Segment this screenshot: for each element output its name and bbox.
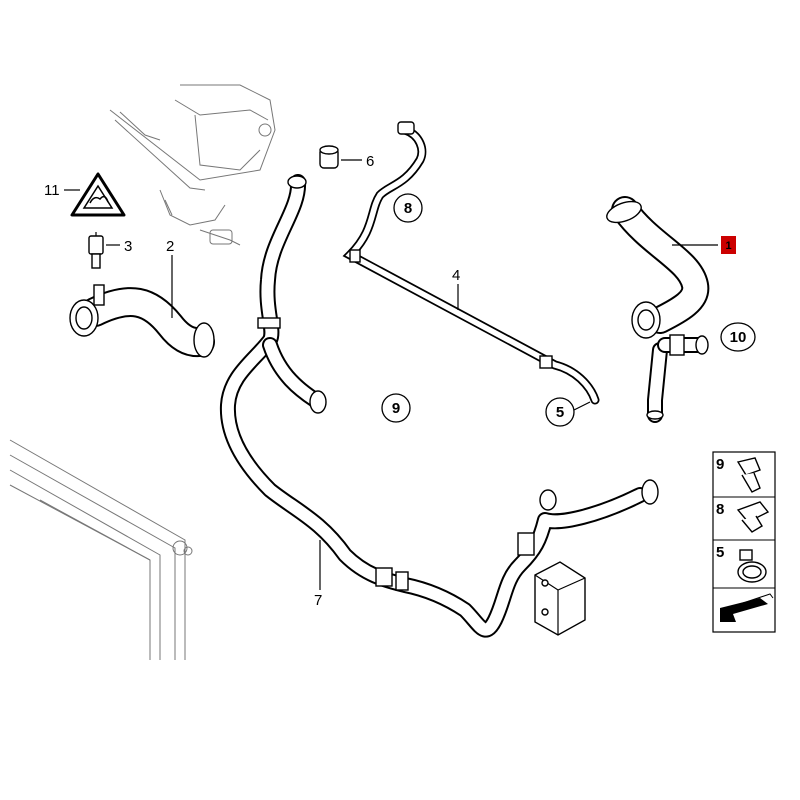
plug-6: [319, 145, 339, 169]
legend-clamp-5: [737, 549, 767, 583]
label-8: 8: [404, 200, 412, 217]
label-6: 6: [366, 153, 374, 170]
label-1: 1: [725, 240, 731, 252]
legend-clip-8: [736, 501, 770, 533]
callout-10: 10: [720, 322, 756, 352]
label-4: 4: [452, 267, 460, 284]
leader-5: [573, 401, 591, 411]
label-10: 10: [730, 329, 747, 346]
hose-2: [69, 284, 215, 358]
expansion-tank: [109, 84, 276, 246]
callout-5: 5: [545, 397, 575, 427]
radiator: [9, 439, 193, 660]
label-9: 9: [392, 400, 400, 417]
hose-7: [219, 174, 659, 638]
label-7: 7: [314, 592, 322, 609]
legend-clip-9: [736, 457, 761, 493]
label-5: 5: [556, 404, 564, 421]
label-11: 11: [44, 182, 60, 199]
temperature-sensor: [88, 232, 104, 269]
highlight-box-1: [721, 236, 736, 254]
warning-triangle-icon: [70, 172, 126, 217]
callout-9: 9: [381, 393, 411, 423]
hose-1: [606, 196, 710, 423]
legend-label-9: 9: [716, 456, 724, 473]
legend-label-8: 8: [716, 501, 724, 518]
direction-arrow-icon: [720, 593, 774, 622]
legend-label-5: 5: [716, 544, 724, 561]
label-3: 3: [124, 238, 132, 255]
valve-block: [534, 561, 586, 636]
label-2: 2: [166, 238, 174, 255]
pipe-8-4: [342, 121, 600, 405]
callout-8: 8: [393, 193, 423, 223]
